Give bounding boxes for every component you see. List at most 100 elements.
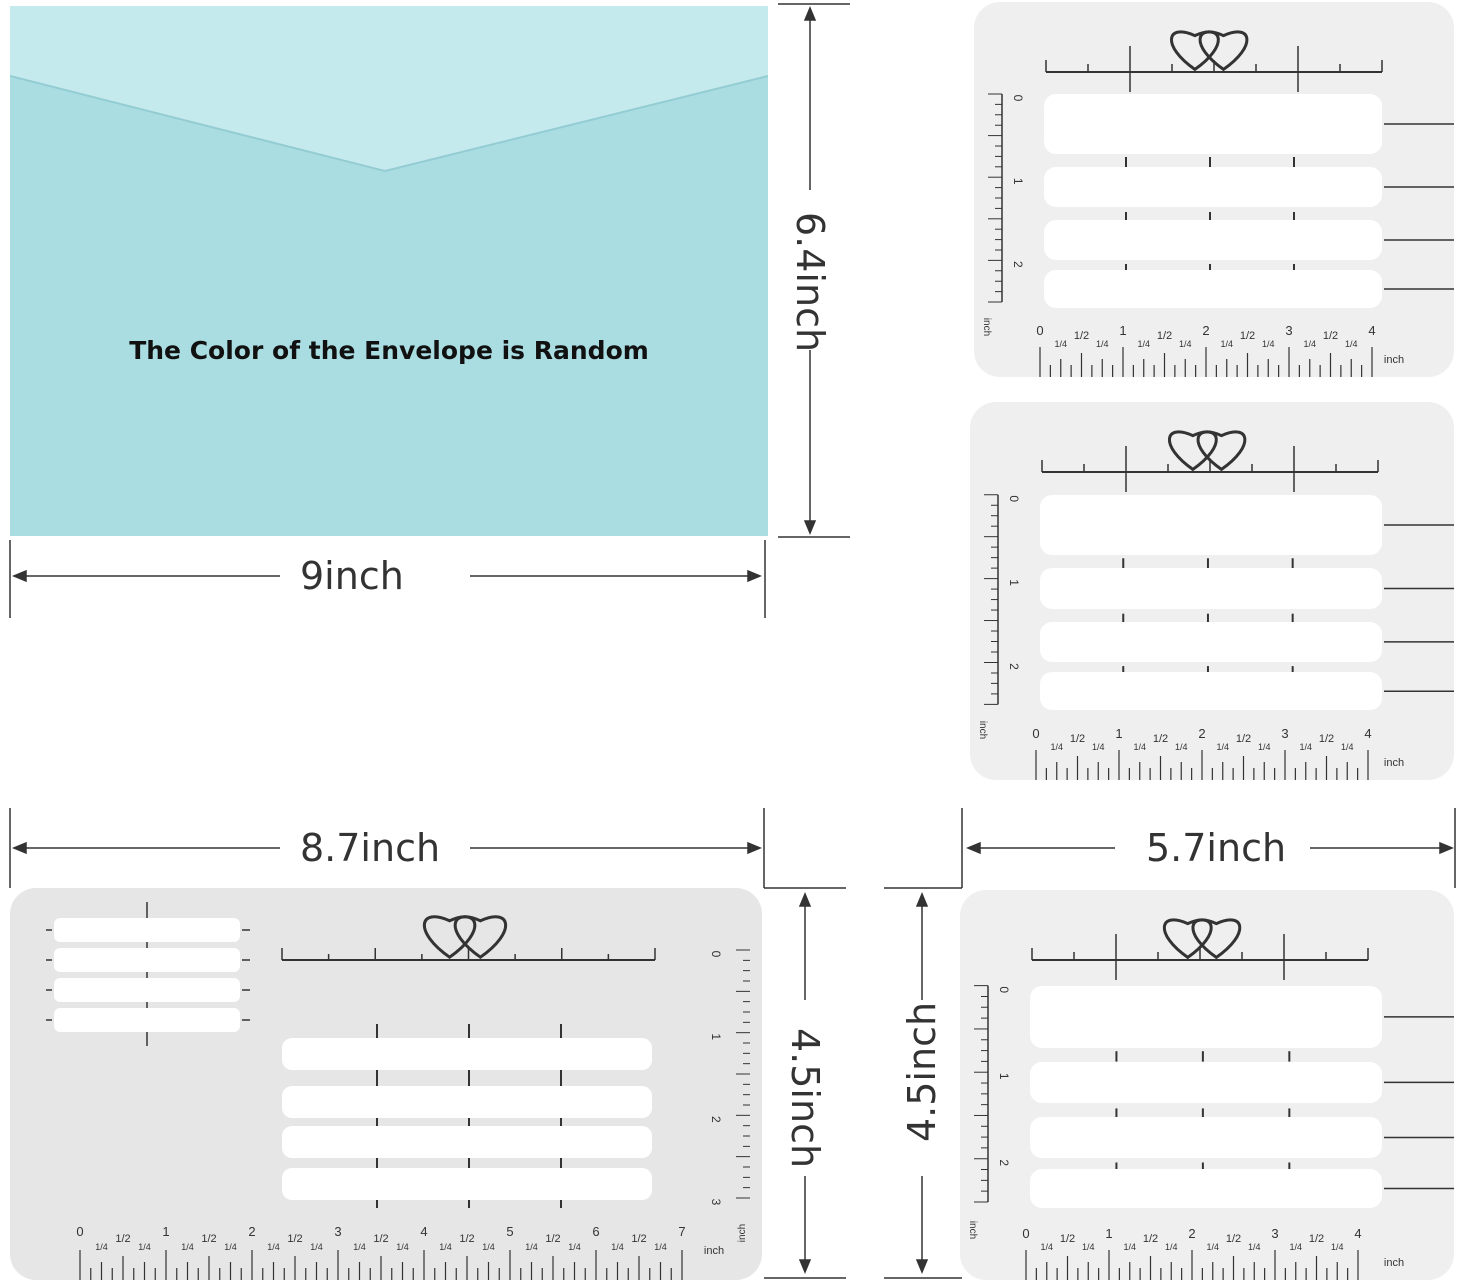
bottom-ruler-quarter: 1/4 <box>1220 339 1233 349</box>
bottom-ruler-quarter: 1/4 <box>396 1242 409 1252</box>
guide-slot <box>282 1038 652 1070</box>
bottom-ruler-half: 1/2 <box>1240 330 1255 342</box>
bottom-ruler-quarter: 1/4 <box>1175 742 1188 752</box>
bottom-ruler-quarter: 1/4 <box>310 1242 323 1252</box>
guide-slot <box>282 1168 652 1200</box>
bottom-ruler-quarter: 1/4 <box>1054 339 1067 349</box>
bottom-ruler-number: 3 <box>334 1224 341 1239</box>
bottom-ruler-quarter: 1/4 <box>525 1242 538 1252</box>
bottom-ruler-unit: inch <box>1384 1257 1404 1269</box>
side-ruler-number: 0 <box>1007 495 1021 502</box>
side-ruler-number: 3 <box>709 1199 723 1206</box>
double-heart-icon <box>1162 918 1242 960</box>
side-ruler-number: 2 <box>709 1116 723 1123</box>
bottom-ruler-quarter: 1/4 <box>1303 339 1316 349</box>
guide-slot <box>54 948 240 972</box>
bottom-ruler-quarter: 1/4 <box>1179 339 1192 349</box>
side-ruler-number: 2 <box>997 1159 1011 1166</box>
guide-slot <box>1040 621 1382 663</box>
bottom-ruler-number: 3 <box>1281 726 1288 741</box>
bottom-ruler-number: 6 <box>592 1224 599 1239</box>
envelope-height-label: 6.4inch <box>788 212 832 353</box>
bottom-ruler-quarter: 1/4 <box>1341 742 1354 752</box>
guide-slot <box>1030 1168 1382 1209</box>
bottom-ruler-half: 1/2 <box>1074 330 1089 342</box>
guide-slot <box>54 1008 240 1032</box>
double-heart-icon <box>1167 430 1247 472</box>
guide-slot <box>1030 1061 1382 1104</box>
bottom-ruler-unit: inch <box>704 1245 724 1257</box>
double-heart-icon <box>1170 30 1249 72</box>
bottom-ruler-half: 1/2 <box>1236 733 1251 745</box>
bottom-ruler-quarter: 1/4 <box>267 1242 280 1252</box>
side-ruler-unit: inch <box>967 1221 978 1239</box>
bottom-ruler-unit: inch <box>1384 757 1404 769</box>
bottom-ruler-half: 1/2 <box>1153 733 1168 745</box>
bottom-ruler-half: 1/2 <box>1143 1233 1158 1245</box>
bottom-ruler-number: 4 <box>1368 323 1375 338</box>
bottom-ruler-quarter: 1/4 <box>1137 339 1150 349</box>
bottom-ruler-quarter: 1/4 <box>1123 1242 1136 1252</box>
large-card-width-label: 8.7inch <box>300 826 441 870</box>
bottom-ruler-quarter: 1/4 <box>1096 339 1109 349</box>
guide-slot <box>282 1086 652 1118</box>
side-ruler-number: 2 <box>1007 663 1021 670</box>
bottom-ruler-quarter: 1/4 <box>568 1242 581 1252</box>
side-ruler-number: 0 <box>709 951 723 958</box>
bottom-ruler-half: 1/2 <box>545 1233 560 1245</box>
side-ruler-number: 1 <box>1007 579 1021 586</box>
bottom-ruler-quarter: 1/4 <box>1248 1242 1261 1252</box>
bottom-ruler-number: 1 <box>1115 726 1122 741</box>
guide-slot <box>1030 985 1382 1049</box>
bottom-ruler-half: 1/2 <box>1319 733 1334 745</box>
bottom-ruler-number: 2 <box>248 1224 255 1239</box>
guide-slot <box>54 978 240 1002</box>
bottom-ruler-half: 1/2 <box>1226 1233 1241 1245</box>
bottom-ruler-number: 3 <box>1285 323 1292 338</box>
bottom-ruler-quarter: 1/4 <box>1331 1242 1344 1252</box>
bottom-ruler-number: 4 <box>1354 1226 1361 1241</box>
bottom-ruler-number: 1 <box>1119 323 1126 338</box>
bottom-ruler-quarter: 1/4 <box>224 1242 237 1252</box>
guide-slot <box>1040 494 1382 556</box>
bottom-ruler-quarter: 1/4 <box>1082 1242 1095 1252</box>
bottom-ruler-half: 1/2 <box>1060 1233 1075 1245</box>
bottom-ruler-half: 1/2 <box>1323 330 1338 342</box>
bottom-ruler-quarter: 1/4 <box>181 1242 194 1252</box>
bottom-ruler-number: 4 <box>1364 726 1371 741</box>
small-card-width-label: 5.7inch <box>1146 826 1287 870</box>
bottom-ruler-number: 0 <box>1022 1226 1029 1241</box>
side-ruler-unit: inch <box>977 721 988 739</box>
small-card-height-label: 4.5inch <box>900 1001 944 1142</box>
bottom-ruler-number: 1 <box>162 1224 169 1239</box>
guide-slot <box>1044 220 1382 260</box>
bottom-ruler-number: 2 <box>1198 726 1205 741</box>
side-ruler-number: 0 <box>997 986 1011 993</box>
bottom-ruler-quarter: 1/4 <box>1262 339 1275 349</box>
bottom-ruler-number: 7 <box>678 1224 685 1239</box>
bottom-ruler-quarter: 1/4 <box>138 1242 151 1252</box>
bottom-ruler-number: 1 <box>1105 1226 1112 1241</box>
bottom-ruler-quarter: 1/4 <box>1345 339 1358 349</box>
bottom-ruler-quarter: 1/4 <box>1040 1242 1053 1252</box>
bottom-ruler-half: 1/2 <box>287 1233 302 1245</box>
bottom-ruler-half: 1/2 <box>201 1233 216 1245</box>
side-ruler-number: 1 <box>1011 178 1025 185</box>
guide-slot <box>1044 94 1382 154</box>
bottom-ruler-quarter: 1/4 <box>482 1242 495 1252</box>
side-ruler-number: 2 <box>1011 261 1025 268</box>
bottom-ruler-half: 1/2 <box>373 1233 388 1245</box>
large-card-height-label: 4.5inch <box>783 1028 827 1169</box>
side-ruler-unit: inch <box>981 318 992 336</box>
side-ruler-unit: inch <box>737 1224 748 1242</box>
bottom-ruler-quarter: 1/4 <box>439 1242 452 1252</box>
bottom-ruler-unit: inch <box>1384 354 1404 366</box>
side-ruler-number: 1 <box>997 1073 1011 1080</box>
bottom-ruler-quarter: 1/4 <box>1092 742 1105 752</box>
guide-slot <box>1044 270 1382 308</box>
side-ruler-number: 1 <box>709 1033 723 1040</box>
